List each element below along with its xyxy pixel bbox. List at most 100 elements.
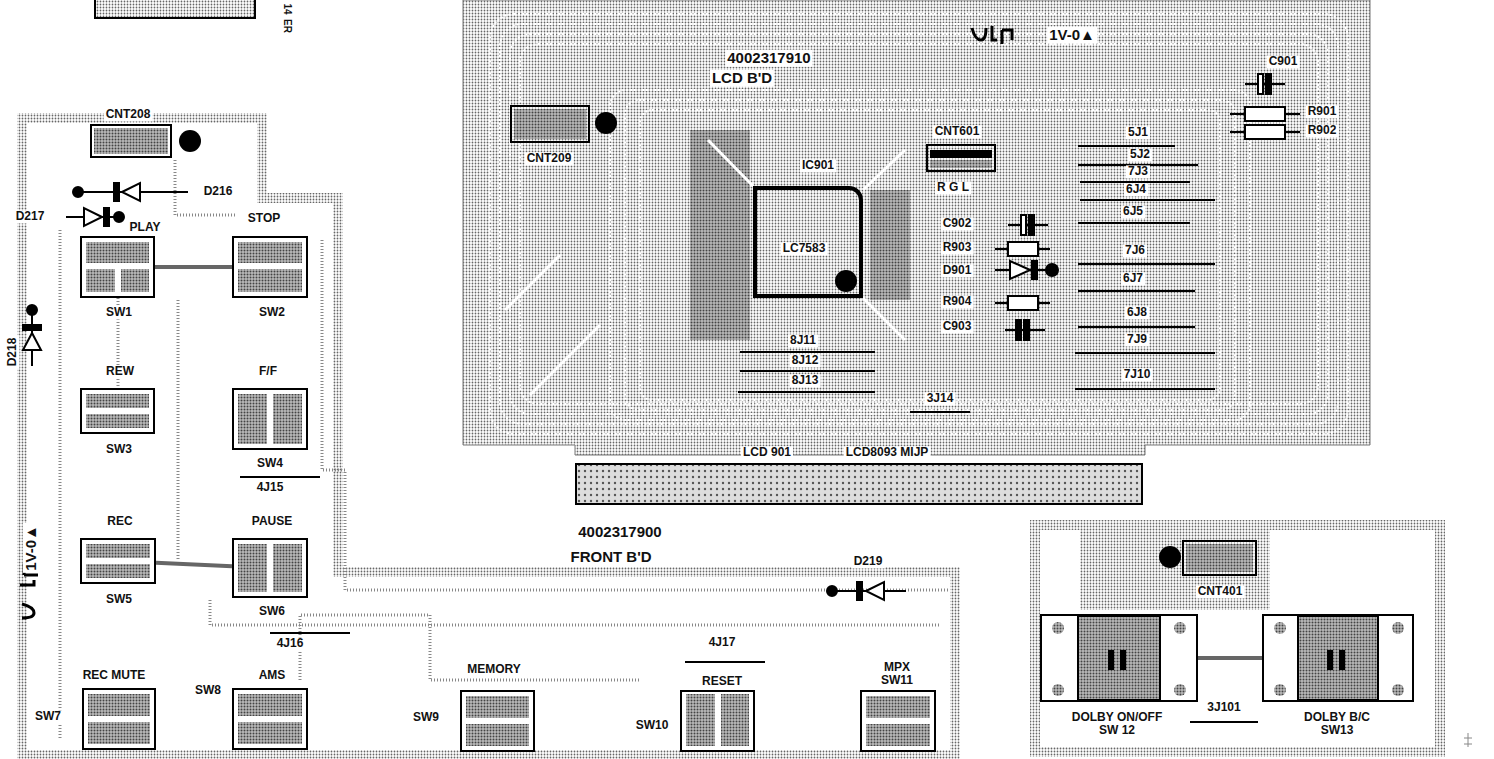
pad	[1174, 622, 1186, 634]
switch-pad	[686, 694, 749, 746]
connector-pins	[930, 150, 992, 158]
res-body	[1245, 107, 1285, 121]
switch-pad	[238, 544, 302, 592]
switch-pad	[86, 242, 149, 292]
ul-glyph	[992, 26, 1012, 44]
ul-mark	[20, 26, 1012, 618]
switch-pad	[86, 544, 150, 578]
switch-bar	[267, 544, 273, 592]
part-label: 5J2	[1128, 148, 1152, 161]
part-label: SW2	[257, 306, 287, 319]
trace-ring	[640, 110, 1220, 400]
part-label: DOLBY ON/OFF SW 12	[1065, 711, 1169, 737]
part-label: 14	[282, 1, 293, 16]
lcd-strip	[575, 463, 1143, 505]
part-label: 3J14	[925, 392, 956, 405]
diode-body	[1010, 261, 1030, 279]
trace-ring	[500, 24, 1338, 424]
jumper-wires	[240, 146, 1258, 722]
switch-bar	[466, 718, 529, 724]
part-label: SW10	[634, 719, 671, 732]
diode-body	[122, 183, 140, 201]
cap-plate	[1029, 215, 1034, 235]
part-label: SW3	[104, 443, 134, 456]
diode-band	[1032, 261, 1037, 279]
diode-band	[23, 325, 41, 330]
lcd-board	[463, 0, 1370, 455]
part-label: R903	[941, 241, 974, 254]
pin1-dot	[179, 130, 201, 152]
trace	[322, 240, 950, 590]
connector-box: CNT208	[90, 124, 172, 158]
connector-box: CNT401	[1182, 540, 1257, 576]
cap-plate	[1021, 215, 1026, 235]
part-value: LC7583	[781, 242, 828, 255]
dolby-board-edge	[1035, 525, 1440, 752]
slide-switch-box: DOLBY ON/OFF SW 12	[1040, 614, 1198, 702]
jumper	[1078, 326, 1195, 328]
slide-body	[1078, 616, 1160, 700]
part-label: DOLBY B/C SW13	[1295, 711, 1379, 737]
switch-bar	[866, 718, 930, 724]
part-label: SW5	[104, 593, 134, 606]
switch-box: AMSSW8	[232, 688, 308, 750]
pin1-dot	[1159, 546, 1181, 568]
pad	[1392, 684, 1404, 696]
partial-part	[95, 0, 255, 18]
part-label: 7J6	[1123, 244, 1147, 257]
slide-bar	[1120, 650, 1126, 670]
part-label: 1V-0▲	[1047, 27, 1097, 44]
part-label: LCD B'D	[710, 70, 774, 87]
part-label: 6J4	[1124, 183, 1148, 196]
front-board-edge	[22, 118, 955, 755]
copper-trace	[155, 265, 232, 269]
res-body	[1008, 296, 1038, 310]
switch-box: REC MUTESW7	[82, 688, 156, 750]
ic-box: IC901LC7583	[753, 186, 863, 298]
trace	[175, 160, 235, 215]
trace-ring	[490, 14, 1348, 434]
trace	[300, 615, 640, 680]
switch-pad	[866, 696, 930, 746]
part-label: 4J17	[707, 636, 738, 649]
part-label: PAUSE	[250, 515, 294, 528]
switch-pad	[238, 242, 302, 292]
switch-box: MEMORYSW9	[460, 690, 535, 752]
part-label: R902	[1306, 124, 1339, 137]
pad	[1052, 622, 1064, 634]
trace-ring	[610, 90, 1250, 420]
passives	[995, 74, 1300, 340]
trace-ring	[520, 44, 1318, 404]
part-label: 8J12	[790, 354, 821, 367]
connector-pins	[930, 160, 992, 168]
jumper	[1190, 721, 1258, 723]
jumper	[740, 351, 875, 353]
connector-box: CNT209	[510, 105, 590, 143]
ic-fanout	[863, 298, 905, 340]
diode-body	[866, 582, 884, 600]
part-label: SW7	[33, 710, 63, 723]
part-label: SW8	[193, 684, 223, 697]
switch-pad	[238, 394, 302, 444]
ic-fanout	[863, 150, 905, 190]
part-label: 8J11	[788, 334, 818, 347]
switch-bar	[238, 263, 302, 269]
slide-bar	[1108, 650, 1114, 670]
pad	[1274, 684, 1286, 696]
diode-band	[104, 208, 109, 226]
pad-area	[1080, 530, 1270, 610]
switch-box: RECSW5	[80, 538, 156, 584]
pin1-dot	[835, 270, 857, 292]
jumper	[240, 476, 320, 478]
pad	[1174, 684, 1186, 696]
jumper	[1075, 352, 1215, 354]
part-label: 7J9	[1125, 333, 1149, 346]
part-label: CNT209	[525, 152, 574, 165]
part-label: D217	[14, 210, 47, 223]
small-mark	[1464, 733, 1472, 747]
part-label: R901	[1306, 105, 1339, 118]
copper-trace	[1198, 656, 1262, 660]
res-body	[1245, 125, 1285, 139]
part-label: CNT601	[933, 125, 982, 138]
